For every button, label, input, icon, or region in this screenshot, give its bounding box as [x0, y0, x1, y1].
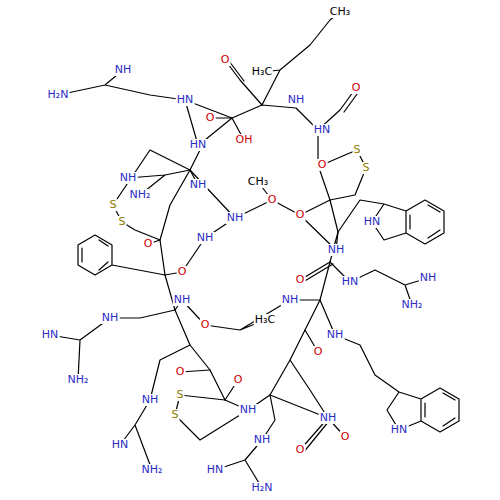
atom-label: OH — [235, 134, 254, 146]
left-lower-guanidine — [50, 310, 175, 380]
atom-label: O — [351, 82, 362, 94]
atom-label: H₂N — [251, 482, 274, 494]
top-disulfide — [318, 150, 366, 200]
atom-label: O — [267, 194, 278, 206]
lower-amide — [270, 360, 345, 437]
atom-label: NH — [101, 312, 120, 324]
atom-label: O — [205, 112, 216, 124]
atom-label: HN — [363, 216, 382, 228]
atom-label: NH₂ — [129, 189, 152, 201]
atom-label: O — [143, 238, 154, 250]
atom-label: O — [340, 431, 351, 443]
atom-label: HN — [206, 464, 225, 476]
lower-indole — [320, 300, 459, 432]
atom-label: NH — [419, 272, 438, 284]
atom-label: NH — [287, 94, 306, 106]
atom-label: NH — [173, 294, 192, 306]
atom-label: NH — [114, 64, 133, 76]
atom-label: CH₃ — [329, 6, 351, 18]
atom-label: NH — [327, 244, 346, 256]
atom-label: NH — [326, 329, 345, 341]
atom-label: NH — [253, 434, 272, 446]
atom-label: HN — [390, 424, 409, 436]
atom-label: H₂N — [47, 89, 70, 101]
phenyl-ring — [78, 235, 165, 275]
bottom-left-guanidine — [120, 345, 190, 470]
top-guanidine — [58, 70, 232, 145]
atom-label: S — [171, 409, 180, 421]
carbonyl-bonds — [148, 60, 356, 450]
atom-label: O — [200, 319, 211, 331]
atom-label: O — [295, 209, 306, 221]
atom-label: NH — [239, 404, 258, 416]
atom-label: O — [313, 346, 324, 358]
atom-label: NH — [319, 412, 338, 424]
atom-label: O — [295, 274, 306, 286]
atom-label: HN — [341, 276, 360, 288]
atom-label: NH — [141, 394, 160, 406]
atom-label: S — [176, 389, 185, 401]
inner-chain — [165, 170, 338, 275]
atom-label: HN — [176, 94, 195, 106]
atom-label: NH — [281, 294, 300, 306]
atom-label: NH — [196, 232, 215, 244]
atom-label: NH — [119, 172, 138, 184]
lower-disulfide — [175, 395, 248, 440]
macrocycle — [160, 105, 338, 410]
atom-label: NH — [226, 212, 245, 224]
atom-label: H₃C — [254, 314, 276, 326]
atom-label: S — [118, 216, 127, 228]
isoleucine-chain — [262, 12, 340, 105]
atom-label: NH — [189, 179, 208, 191]
atom-label: S — [362, 162, 371, 174]
atom-label: H₃C — [251, 66, 273, 78]
atom-label: O — [175, 366, 186, 378]
atom-label: O — [177, 266, 188, 278]
atom-label: O — [233, 374, 244, 386]
atom-label: NH₂ — [141, 464, 164, 476]
upper-indole — [338, 200, 444, 244]
atom-label: S — [353, 144, 362, 156]
left-disulfide — [113, 150, 190, 240]
atom-label: NH₂ — [401, 299, 424, 311]
carbonyl-double — [229, 61, 360, 453]
atom-label: HN — [41, 329, 60, 341]
atom-label: NH₂ — [67, 374, 90, 386]
atom-label: O — [220, 54, 231, 66]
atom-label: HN — [111, 439, 130, 451]
atom-label: O — [295, 444, 306, 456]
atom-label: HN — [313, 124, 332, 136]
atom-label: S — [109, 199, 118, 211]
atom-label: O — [317, 159, 328, 171]
atom-label: CH₃ — [247, 176, 269, 188]
atom-label: HN — [189, 139, 208, 151]
